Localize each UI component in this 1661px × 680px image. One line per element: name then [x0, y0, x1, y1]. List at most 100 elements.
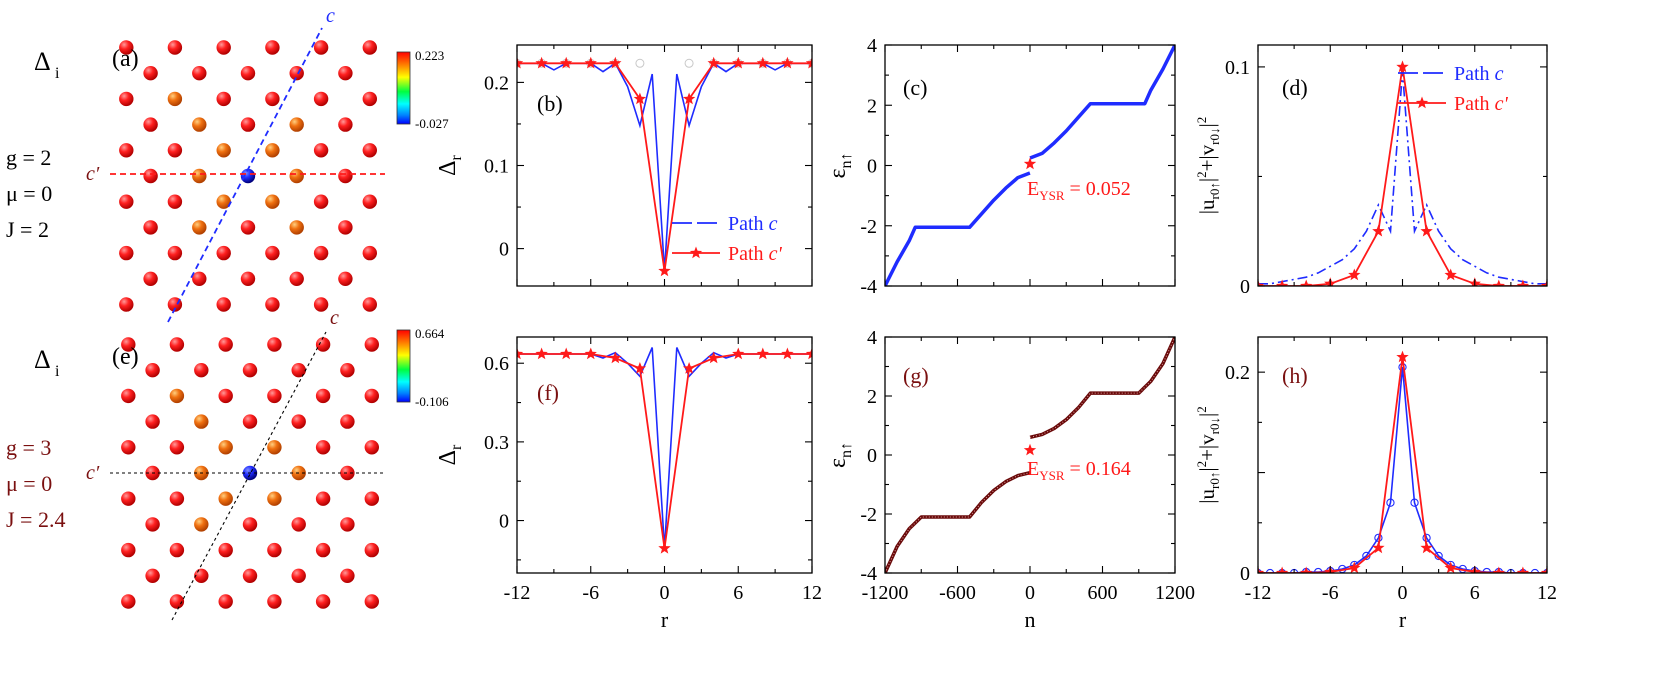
lattice-site	[338, 271, 353, 286]
x-axis-label: n	[1025, 607, 1036, 632]
lattice-site	[340, 517, 355, 532]
lattice-site	[169, 594, 185, 609]
spectrum-highlight-1	[1029, 337, 1175, 438]
lattice-site	[240, 168, 256, 184]
lattice-site	[216, 245, 231, 261]
lattice-site	[289, 220, 304, 235]
lattice-site	[240, 220, 256, 235]
lattice-site	[218, 594, 233, 609]
lattice-site	[362, 143, 377, 158]
lattice-site	[267, 388, 282, 404]
gray-marker	[635, 58, 645, 68]
lattice-site	[338, 117, 353, 132]
lattice-site	[315, 337, 331, 352]
star-marker	[1372, 541, 1385, 554]
x-tick-label: 12	[802, 582, 822, 604]
path-c-line	[171, 331, 327, 621]
lattice-site	[267, 491, 282, 506]
colorbar	[396, 329, 411, 403]
ysr-annotation: EYSR = 0.164	[1027, 458, 1131, 483]
lattice-site	[240, 66, 256, 81]
param-2: J = 2	[6, 217, 49, 242]
lattice-site	[362, 297, 377, 312]
star-marker	[682, 362, 696, 374]
path-c-line	[167, 27, 323, 323]
path-cprime-label: c′	[86, 462, 100, 484]
legend-star	[689, 246, 703, 259]
x-tick-label: 600	[1088, 582, 1118, 604]
x-tick-label: 0	[1398, 582, 1408, 604]
lattice-site	[265, 143, 280, 158]
lattice-site	[315, 491, 331, 506]
panel-label: (f)	[537, 380, 559, 405]
star-marker	[1275, 279, 1289, 286]
x-tick-label: 6	[1470, 582, 1480, 604]
lattice-site	[242, 414, 258, 429]
star-marker	[633, 92, 647, 105]
y-tick-label: 0.2	[1225, 362, 1250, 384]
star-marker	[1420, 541, 1433, 554]
star-marker	[535, 56, 548, 69]
lattice-site	[192, 168, 207, 184]
y-tick-label: -4	[860, 276, 877, 298]
y-tick-label: 0	[867, 445, 877, 467]
lattice-site	[313, 194, 329, 209]
star-marker	[1372, 224, 1385, 237]
lattice-site	[169, 440, 185, 455]
delta-label: Δ	[34, 47, 51, 76]
star-marker	[560, 56, 573, 69]
lattice-site	[242, 517, 258, 532]
series-line-0	[517, 347, 812, 549]
panel-label: (e)	[112, 344, 139, 370]
lattice-site	[338, 66, 353, 81]
star-marker	[756, 56, 769, 69]
star-marker	[1444, 561, 1457, 573]
legend-entry: Path c	[1454, 63, 1504, 85]
colorbar-max-label: 0.223	[415, 48, 444, 63]
star-marker	[560, 347, 573, 360]
ysr-annotation: EYSR = 0.052	[1027, 178, 1131, 203]
colorbar-min-label: -0.106	[415, 394, 449, 409]
y-tick-label: 0	[499, 511, 509, 533]
lattice-site	[362, 91, 377, 107]
lattice-site	[289, 117, 304, 132]
lattice-site	[313, 143, 329, 158]
star-marker	[781, 56, 794, 69]
x-tick-label: -600	[939, 582, 976, 604]
lattice-site	[143, 271, 158, 286]
lattice-site	[194, 568, 209, 583]
x-tick-label: 12	[1537, 582, 1557, 604]
y-tick-label: 0	[1240, 276, 1250, 298]
lattice-site	[119, 245, 134, 261]
lattice-site	[192, 117, 207, 132]
lattice-site	[340, 465, 355, 481]
y-tick-label: -2	[860, 216, 877, 238]
y-tick-label: 0.1	[1225, 57, 1250, 79]
lattice-site	[121, 388, 136, 404]
legend-entry: Path c'	[1454, 93, 1508, 115]
x-tick-label: 1200	[1155, 582, 1195, 604]
x-tick-label: -12	[504, 582, 531, 604]
lattice-site	[340, 568, 355, 583]
star-marker	[1540, 566, 1547, 573]
x-axis-label: r	[1399, 607, 1407, 632]
spectrum-branch-1	[1029, 45, 1175, 160]
star-marker	[1258, 566, 1265, 573]
star-marker	[517, 347, 524, 360]
lattice-site	[121, 594, 136, 609]
lattice-site	[216, 194, 231, 209]
lattice-site	[362, 245, 377, 261]
lattice-site	[313, 40, 329, 55]
star-marker	[1300, 566, 1313, 573]
lattice-site	[267, 542, 282, 558]
x-axis-label: r	[661, 607, 669, 632]
y-tick-label: 0	[499, 239, 509, 261]
x-tick-label: -12	[1245, 582, 1272, 604]
legend-entry: Path c	[728, 213, 778, 235]
spectrum-branch-0	[885, 470, 1031, 573]
lattice-site	[194, 517, 209, 532]
colorbar	[396, 51, 411, 125]
